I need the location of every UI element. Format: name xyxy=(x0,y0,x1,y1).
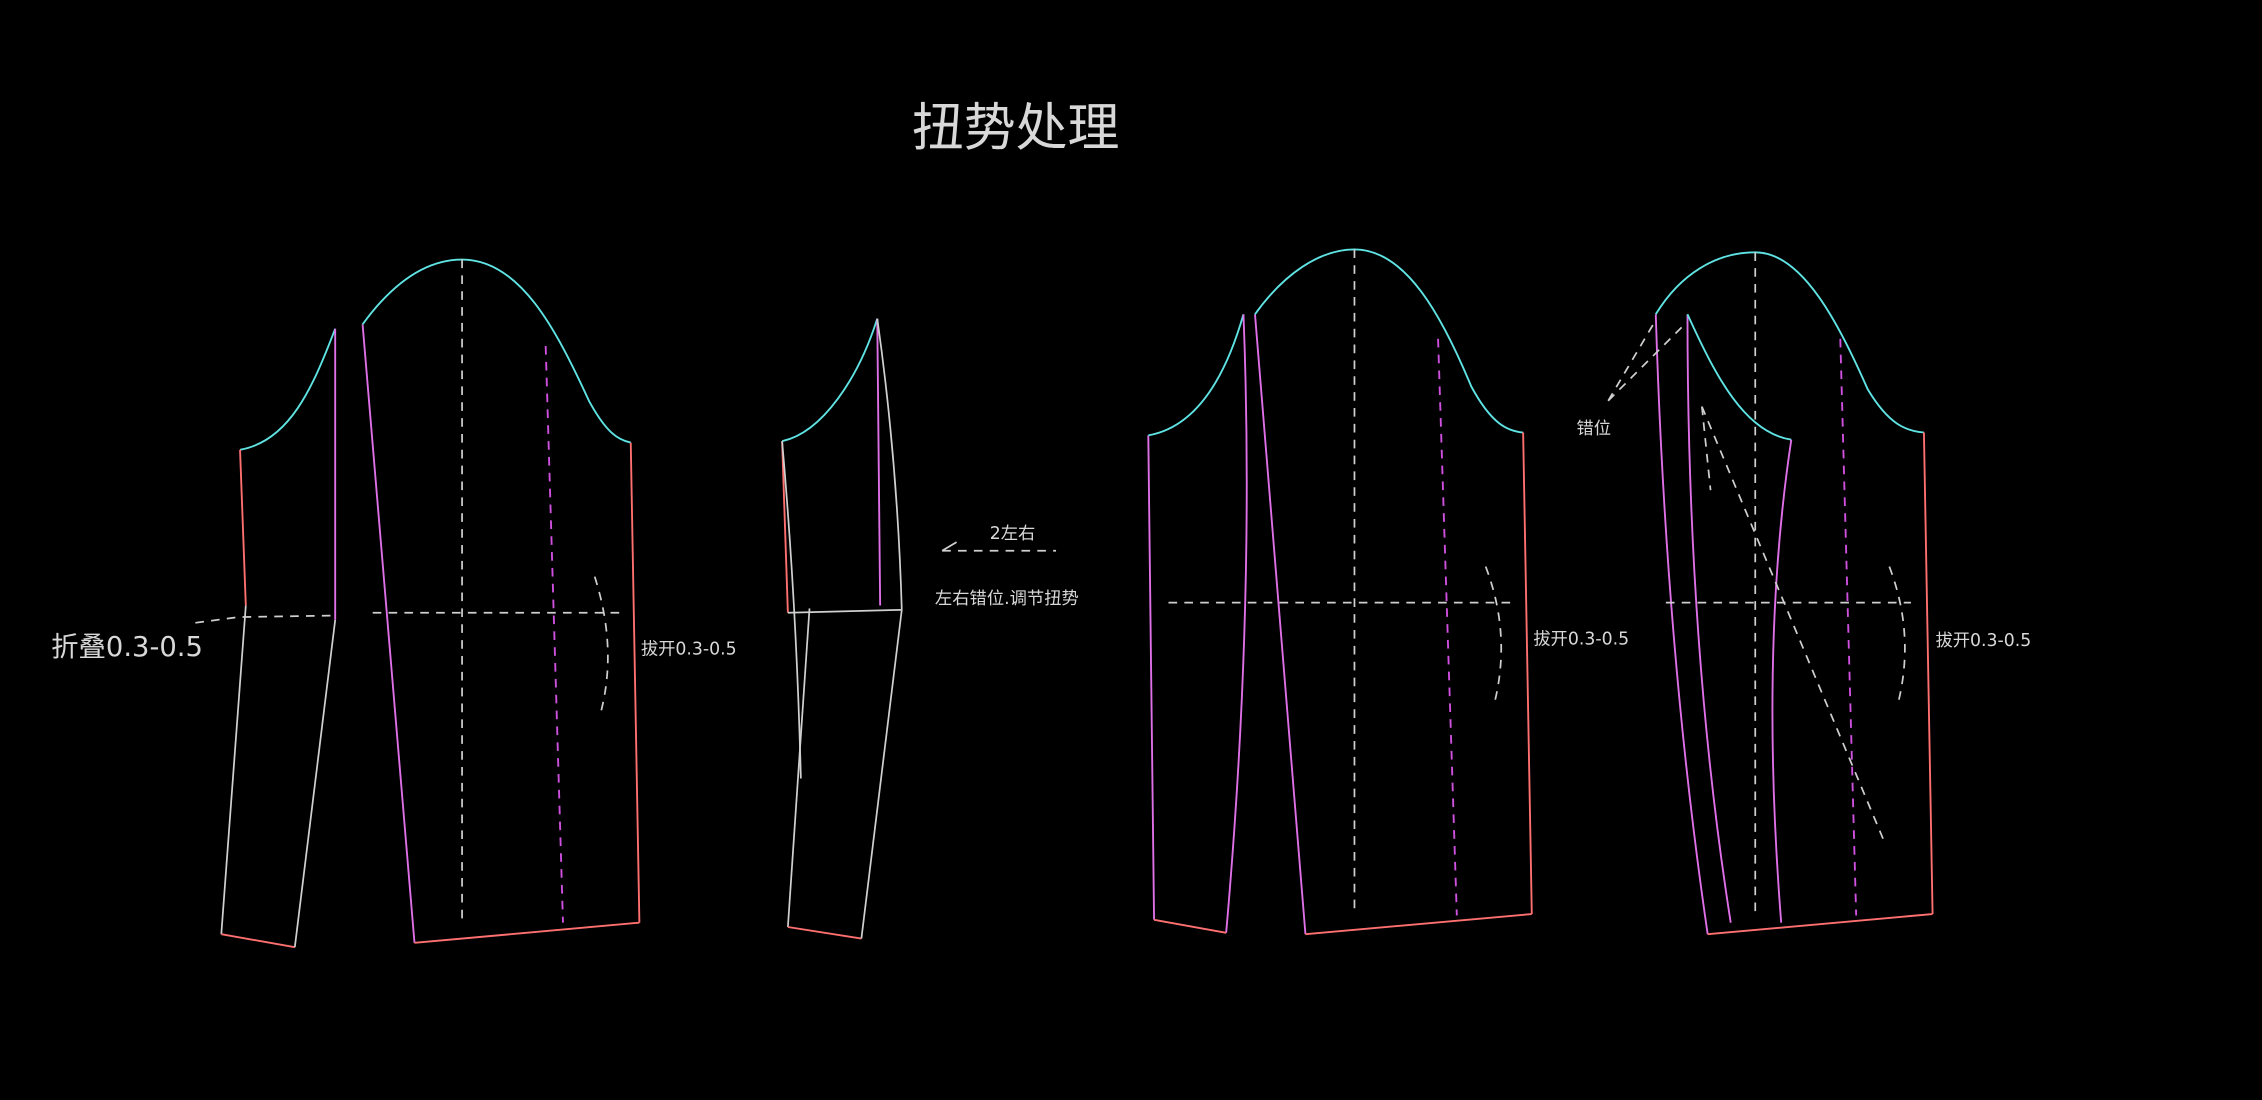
seam-guide xyxy=(544,345,564,923)
under-sleeve-cap xyxy=(239,328,337,451)
under-sleeve-edge xyxy=(220,605,247,935)
diagram-title: 扭势处理 xyxy=(912,99,1120,159)
top-sleeve-hem xyxy=(414,921,640,944)
fold-label: 折叠0.3-0.5 xyxy=(51,632,203,663)
under-sleeve-hem xyxy=(221,933,295,949)
stretch-label: 拔开0.3-0.5 xyxy=(641,640,737,660)
stretch-arrow xyxy=(593,576,609,714)
sleeve-pattern-adjusted: 拔开0.3-0.5 xyxy=(1147,248,1629,936)
under-sleeve-piece xyxy=(781,318,903,940)
top-sleeve-edge xyxy=(629,442,641,923)
sleeve-pattern-original: 折叠0.3-0.5 拔开0.3-0.5 xyxy=(51,258,737,949)
under-sleeve-cap xyxy=(781,318,879,443)
top-sleeve-cap xyxy=(361,258,631,444)
sleeve-pattern-offset: 错位 拔开0.3-0.5 xyxy=(1576,251,2031,936)
under-sleeve-seam xyxy=(293,619,337,948)
offset-label: 错位 xyxy=(1576,419,1611,439)
stretch-label: 拔开0.3-0.5 xyxy=(1533,629,1629,649)
under-sleeve-edge xyxy=(239,449,247,606)
fold-leader xyxy=(195,614,336,624)
shift-amount-label: 2左右 xyxy=(990,524,1036,544)
shift-annotation: 2左右 左右错位.调节扭势 xyxy=(935,524,1079,609)
top-sleeve-seam xyxy=(361,324,416,943)
stretch-label: 拔开0.3-0.5 xyxy=(1935,631,2031,651)
shift-note-label: 左右错位.调节扭势 xyxy=(935,589,1079,609)
